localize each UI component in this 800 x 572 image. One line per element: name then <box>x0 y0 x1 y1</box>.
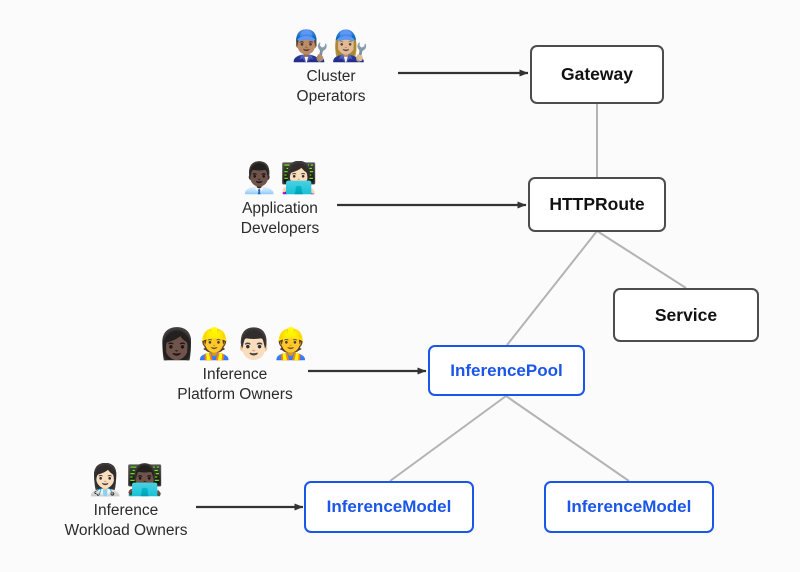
persona-label: Cluster Operators <box>297 67 366 107</box>
persona-inference-workload-owners: 👩🏻‍⚕️👨🏿‍💻 Inference Workload Owners <box>26 464 226 541</box>
node-inferencepool[interactable]: InferencePool <box>428 345 585 396</box>
persona-emoji-pair: 👨🏽‍🔧👩🏼‍🔧 <box>291 29 371 64</box>
persona-label: Inference Platform Owners <box>177 365 292 405</box>
edge-inferencepool-inferencemodel-right <box>505 395 630 482</box>
persona-label: Application Developers <box>241 199 319 239</box>
persona-emoji-pair: 👩🏿‍👷👨🏻‍👷 <box>158 327 312 362</box>
persona-label-line2: Platform Owners <box>177 386 293 403</box>
persona-application-developers: 👨🏿‍💼👩🏻‍💻 Application Developers <box>180 162 380 239</box>
persona-inference-platform-owners: 👩🏿‍👷👨🏻‍👷 Inference Platform Owners <box>135 328 335 405</box>
node-httproute[interactable]: HTTPRoute <box>528 177 666 232</box>
persona-label-line1: Application <box>242 200 318 217</box>
persona-cluster-operators: 👨🏽‍🔧👩🏼‍🔧 Cluster Operators <box>231 30 431 107</box>
edge-httproute-service <box>596 230 687 289</box>
edge-httproute-inferencepool <box>506 230 598 346</box>
node-gateway[interactable]: Gateway <box>530 45 664 104</box>
persona-label: Inference Workload Owners <box>65 501 188 541</box>
persona-emoji-pair: 👩🏻‍⚕️👨🏿‍💻 <box>86 463 166 498</box>
edge-inferencepool-inferencemodel-left <box>389 395 507 482</box>
persona-label-line2: Operators <box>296 88 366 105</box>
persona-label-line1: Inference <box>202 366 268 383</box>
persona-label-line2: Developers <box>240 220 320 237</box>
persona-label-line1: Cluster <box>306 68 356 85</box>
persona-label-line1: Inference <box>93 502 159 519</box>
node-service[interactable]: Service <box>613 288 759 342</box>
node-inferencemodel-left[interactable]: InferenceModel <box>304 481 474 533</box>
node-inferencemodel-right[interactable]: InferenceModel <box>544 481 714 533</box>
persona-emoji-pair: 👨🏿‍💼👩🏻‍💻 <box>240 161 320 196</box>
persona-label-line2: Workload Owners <box>64 522 188 539</box>
